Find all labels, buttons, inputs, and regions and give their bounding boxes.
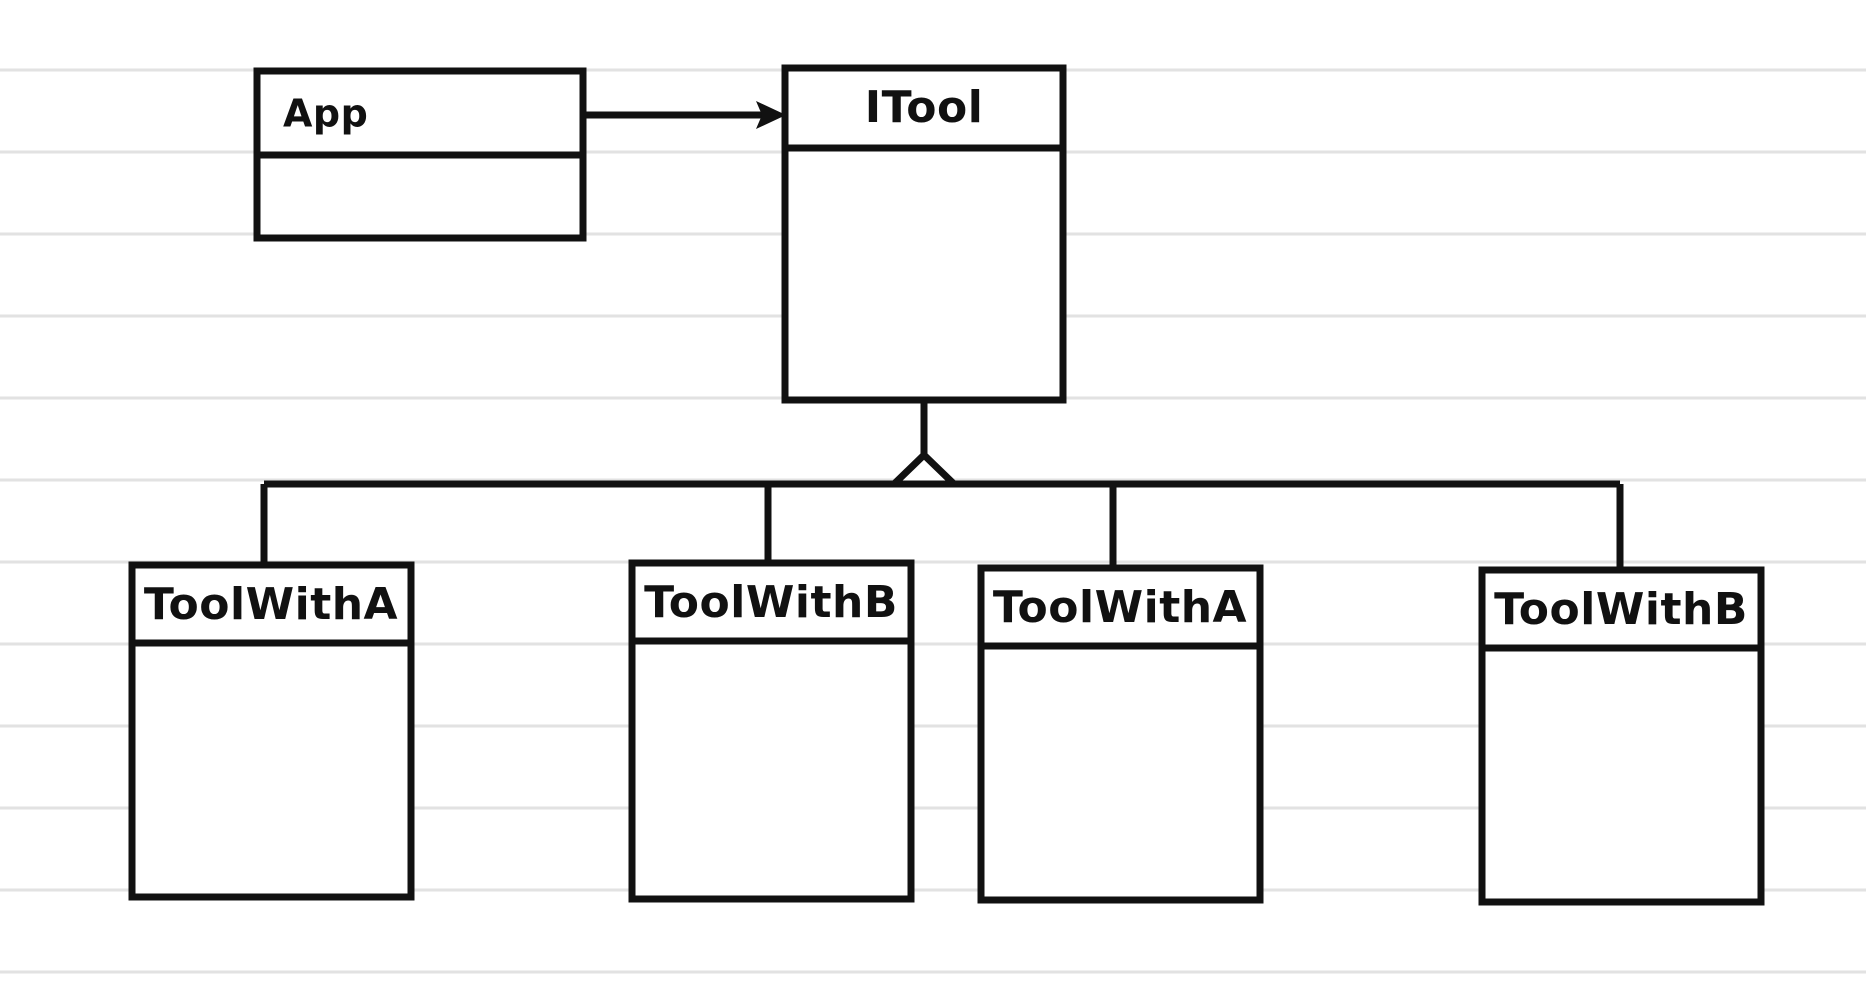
class-box (628, 559, 915, 903)
edge-app-uses-itool[interactable] (583, 101, 786, 129)
arrowhead-icon (756, 101, 786, 129)
class-box (977, 564, 1264, 904)
class-node-toolwitha-2[interactable]: ToolWithA (977, 564, 1264, 904)
class-node-toolwitha-1[interactable]: ToolWithA (128, 561, 415, 901)
class-node-itool[interactable]: ITool (781, 64, 1067, 404)
class-name-label: ToolWithB (1494, 584, 1748, 635)
class-box (781, 64, 1067, 404)
hollow-triangle-icon (885, 450, 963, 488)
class-name-label: ITool (865, 82, 984, 133)
edge-generalization-bus[interactable] (260, 400, 1624, 573)
class-name-label: App (283, 92, 368, 136)
class-node-app[interactable]: App (253, 67, 587, 242)
class-box (1478, 566, 1765, 906)
class-name-label: ToolWithA (993, 582, 1247, 633)
class-name-label: ToolWithB (644, 577, 898, 628)
class-name-label: ToolWithA (144, 579, 398, 630)
class-node-toolwithb-1[interactable]: ToolWithB (628, 559, 915, 903)
class-box (128, 561, 415, 901)
class-node-toolwithb-2[interactable]: ToolWithB (1478, 566, 1765, 906)
